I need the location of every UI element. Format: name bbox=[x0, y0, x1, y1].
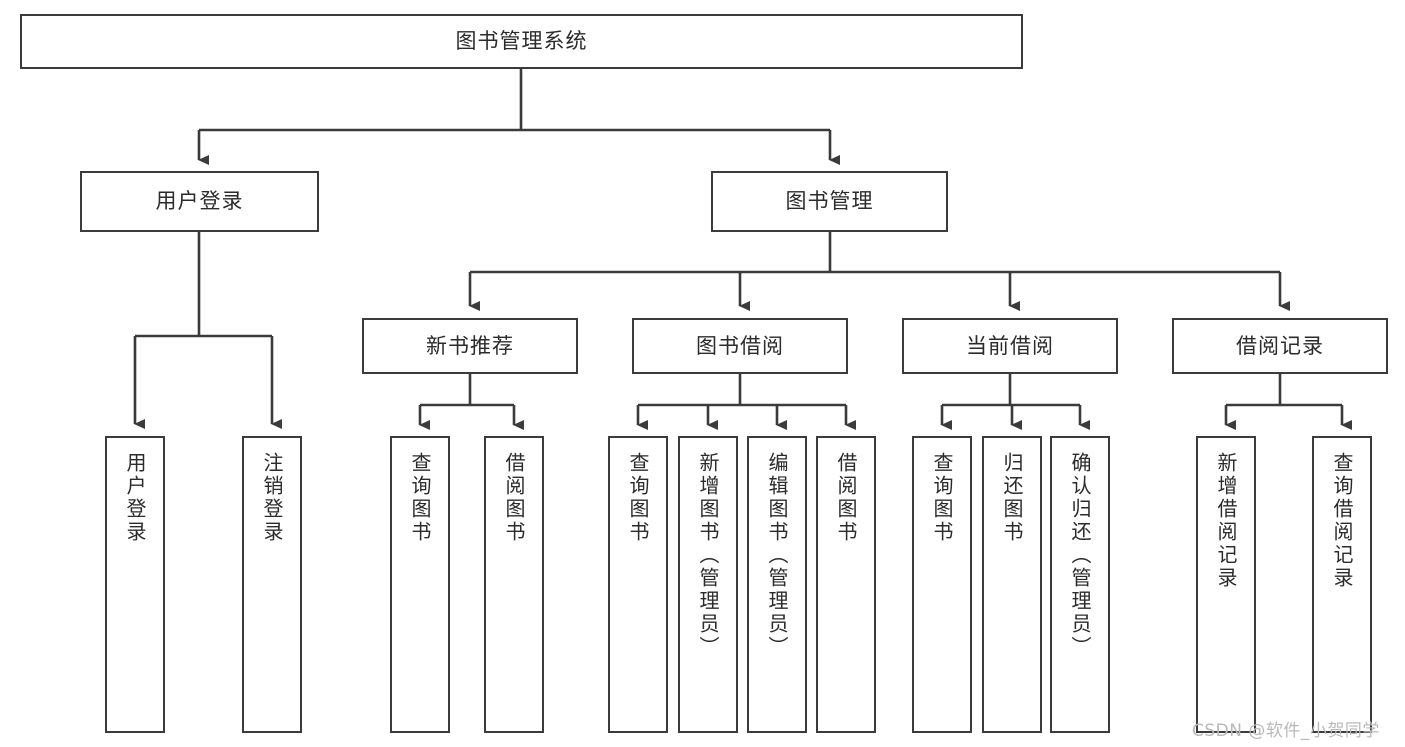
leaf-user-login[interactable]: 用户登录 bbox=[105, 436, 165, 733]
connector-current-borrow-branch bbox=[940, 374, 1090, 430]
node-new-book-recommend[interactable]: 新书推荐 bbox=[362, 318, 578, 374]
leaf-query-book-borrow-label: 查询图书 bbox=[626, 452, 650, 544]
connector-root-to-level2 bbox=[197, 69, 840, 165]
leaf-add-borrow-record[interactable]: 新增借阅记录 bbox=[1196, 436, 1256, 733]
leaf-add-borrow-record-label: 新增借阅记录 bbox=[1214, 452, 1238, 590]
leaf-query-borrow-record[interactable]: 查询借阅记录 bbox=[1312, 436, 1372, 733]
leaf-add-book-admin-label: 新增图书（管理员） bbox=[696, 452, 720, 659]
leaf-borrow-book[interactable]: 借阅图书 bbox=[816, 436, 876, 733]
leaf-add-book-admin[interactable]: 新增图书（管理员） bbox=[678, 436, 738, 733]
leaf-query-borrow-record-label: 查询借阅记录 bbox=[1330, 452, 1354, 590]
node-book-management-label: 图书管理 bbox=[785, 189, 874, 214]
node-user-login[interactable]: 用户登录 bbox=[80, 171, 319, 232]
connector-borrow-book-branch bbox=[636, 374, 856, 430]
node-book-management[interactable]: 图书管理 bbox=[711, 171, 948, 232]
connector-borrow-record-branch bbox=[1224, 374, 1352, 430]
node-current-borrow[interactable]: 当前借阅 bbox=[902, 318, 1118, 374]
leaf-logout-label: 注销登录 bbox=[260, 452, 284, 544]
leaf-edit-book-admin-label: 编辑图书（管理员） bbox=[765, 452, 789, 659]
leaf-edit-book-admin[interactable]: 编辑图书（管理员） bbox=[747, 436, 807, 733]
leaf-return-book[interactable]: 归还图书 bbox=[982, 436, 1042, 733]
node-borrow-record-label: 借阅记录 bbox=[1236, 333, 1324, 358]
connector-new-book-branch bbox=[418, 374, 524, 430]
leaf-query-book-current[interactable]: 查询图书 bbox=[912, 436, 972, 733]
leaf-borrow-book-label: 借阅图书 bbox=[834, 452, 858, 544]
leaf-query-book-borrow[interactable]: 查询图书 bbox=[608, 436, 668, 733]
leaf-confirm-return-admin-label: 确认归还（管理员） bbox=[1068, 452, 1092, 659]
leaf-query-book-current-label: 查询图书 bbox=[930, 452, 954, 544]
node-root-label: 图书管理系统 bbox=[455, 29, 588, 54]
node-user-login-label: 用户登录 bbox=[155, 189, 244, 214]
leaf-logout[interactable]: 注销登录 bbox=[242, 436, 302, 733]
node-borrow-record[interactable]: 借阅记录 bbox=[1172, 318, 1388, 374]
node-book-borrow-label: 图书借阅 bbox=[696, 333, 784, 358]
leaf-confirm-return-admin[interactable]: 确认归还（管理员） bbox=[1050, 436, 1110, 733]
node-root[interactable]: 图书管理系统 bbox=[20, 14, 1023, 69]
node-current-borrow-label: 当前借阅 bbox=[966, 333, 1054, 358]
leaf-user-login-label: 用户登录 bbox=[123, 452, 147, 544]
leaf-return-book-label: 归还图书 bbox=[1000, 452, 1024, 544]
leaf-borrow-book-recommend-label: 借阅图书 bbox=[502, 452, 526, 544]
leaf-query-book-recommend-label: 查询图书 bbox=[408, 452, 432, 544]
leaf-query-book-recommend[interactable]: 查询图书 bbox=[390, 436, 450, 733]
connector-user-login-branch bbox=[133, 232, 282, 429]
connector-book-manage-branch bbox=[468, 232, 1290, 311]
leaf-borrow-book-recommend[interactable]: 借阅图书 bbox=[484, 436, 544, 733]
node-new-book-recommend-label: 新书推荐 bbox=[426, 333, 514, 358]
node-book-borrow[interactable]: 图书借阅 bbox=[632, 318, 848, 374]
